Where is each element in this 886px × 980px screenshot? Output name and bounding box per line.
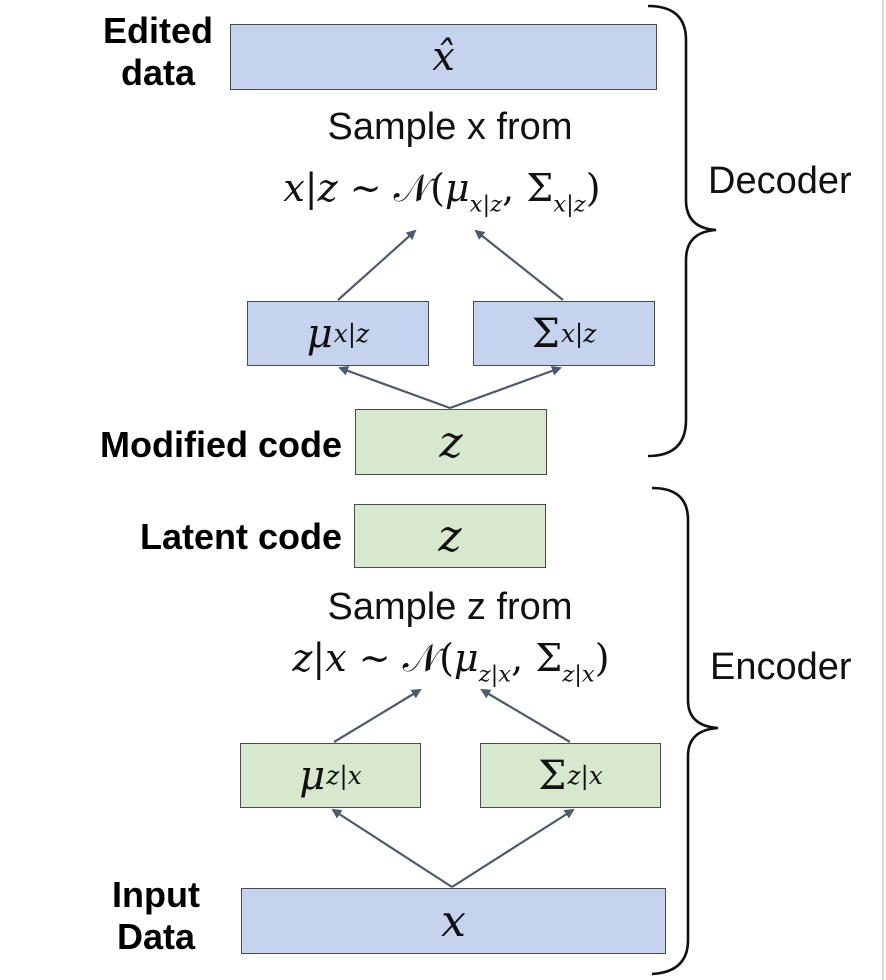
arrow-z-to-mu-decoder xyxy=(338,366,451,410)
arrow-mu-to-formula-encoder xyxy=(333,688,422,743)
decoder-label: Decoder xyxy=(708,160,852,202)
latent-z-box: z xyxy=(354,504,546,568)
output-x-hat-box: x̂ xyxy=(230,24,657,90)
arrow-z-to-sigma-decoder xyxy=(449,366,562,410)
edited-label-line1: Edited xyxy=(102,10,213,51)
input-label-line1: Input xyxy=(112,874,200,915)
encoder-sample-text: Sample z from xyxy=(327,586,573,628)
arrow-x-to-sigma-encoder xyxy=(451,808,575,888)
latent-z-symbol: z xyxy=(438,510,462,562)
decoder-sample-text: Sample x from xyxy=(327,106,573,148)
right-edge-line xyxy=(882,0,884,980)
input-x-symbol: x xyxy=(441,895,466,947)
arrow-sigma-to-formula-decoder xyxy=(474,229,564,301)
x-hat-symbol: x̂ xyxy=(432,34,455,80)
decoder-formula: x|z ∼ 𝒩(μx|z, Σx|z) xyxy=(283,166,601,218)
edited-label-line2: data xyxy=(120,52,196,94)
edited-data-label: Edited data xyxy=(88,10,228,94)
arrow-x-to-mu-encoder xyxy=(331,808,453,888)
encoder-formula: z|x ∼ 𝒩(μz|x, Σz|x) xyxy=(292,636,610,688)
latent-code-label: Latent code xyxy=(139,516,342,557)
arrow-sigma-to-formula-encoder xyxy=(480,688,571,743)
encoder-label: Encoder xyxy=(710,646,852,688)
decoder-brace xyxy=(647,4,717,458)
encoder-brace xyxy=(651,486,719,976)
modified-z-box: z xyxy=(355,409,547,475)
arrow-mu-to-formula-decoder xyxy=(337,229,417,301)
input-x-box: x xyxy=(241,888,666,954)
modified-code-label: Modified code xyxy=(100,424,342,465)
modified-z-symbol: z xyxy=(439,416,463,468)
input-data-label: Input Data xyxy=(96,874,216,958)
input-label-line2: Data xyxy=(116,916,196,958)
